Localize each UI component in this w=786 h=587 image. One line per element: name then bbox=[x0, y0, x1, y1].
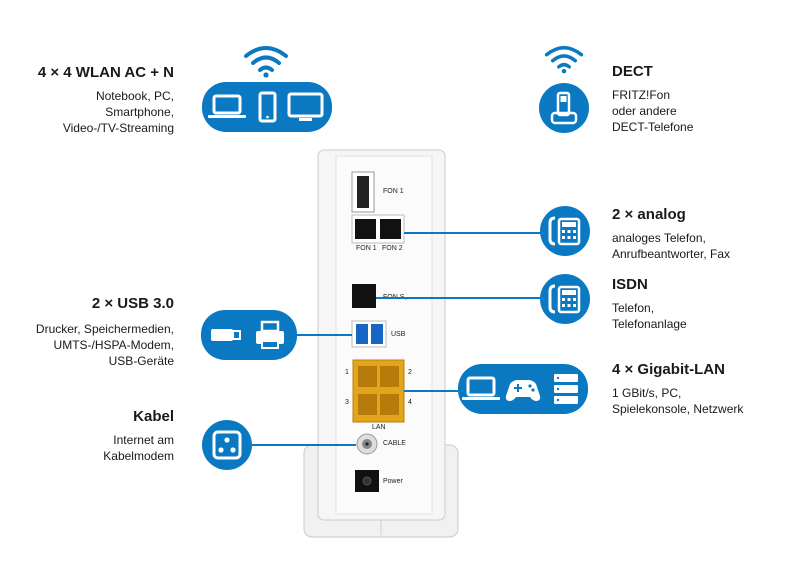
port-label-cable: CABLE bbox=[383, 440, 406, 447]
dect-phone-icon bbox=[539, 83, 589, 133]
isdn-title: ISDN bbox=[612, 276, 648, 293]
wlan-title: 4 × 4 WLAN AC + N bbox=[37, 64, 174, 81]
laptop-icon bbox=[208, 94, 246, 118]
port-label-fon1: FON 1 bbox=[383, 188, 404, 195]
port-label-lan-3: 3 bbox=[345, 399, 349, 406]
analog-info: 2 × analog analoges Telefon, Anrufbeantw… bbox=[612, 206, 782, 262]
usb-device-badge bbox=[201, 310, 297, 360]
lan-desc: 1 GBit/s, PC, Spielekonsole, Netzwerk bbox=[612, 386, 744, 416]
smartphone-icon bbox=[258, 91, 277, 123]
gamepad-icon bbox=[505, 380, 541, 401]
analog-title: 2 × analog bbox=[612, 206, 686, 223]
wifi-icon bbox=[243, 44, 289, 78]
port-label-fon2: FON 2 bbox=[382, 245, 403, 252]
monitor-icon bbox=[287, 92, 324, 121]
usb-title: 2 × USB 3.0 bbox=[91, 295, 174, 312]
connector-isdn bbox=[376, 297, 542, 299]
lan-info: 4 × Gigabit-LAN 1 GBit/s, PC, Spielekons… bbox=[612, 361, 784, 417]
connector-analog bbox=[404, 232, 542, 234]
isdn-info: ISDN Telefon, Telefonanlage bbox=[612, 276, 782, 332]
wlan-info: 4 × 4 WLAN AC + N Notebook, PC, Smartpho… bbox=[8, 64, 174, 136]
connector-lan bbox=[404, 390, 458, 392]
lan-title: 4 × Gigabit-LAN bbox=[612, 361, 725, 378]
desk-phone-icon-analog bbox=[540, 206, 590, 256]
port-label-fon1-rj: FON 1 bbox=[356, 245, 377, 252]
desk-phone-icon-isdn bbox=[540, 274, 590, 324]
coax-socket-icon bbox=[202, 420, 252, 470]
port-label-lan-2: 2 bbox=[408, 369, 412, 376]
wlan-desc: Notebook, PC, Smartphone, Video-/TV-Stre… bbox=[62, 89, 174, 135]
connector-usb bbox=[296, 334, 352, 336]
port-label-lan-1: 1 bbox=[345, 369, 349, 376]
lan-device-badge bbox=[458, 364, 588, 414]
connector-cable bbox=[250, 444, 356, 446]
usb-desc: Drucker, Speichermedien, UMTS-/HSPA-Mode… bbox=[35, 322, 174, 368]
server-icon bbox=[554, 374, 578, 404]
isdn-desc: Telefon, Telefonanlage bbox=[612, 301, 687, 331]
laptop-icon-lan bbox=[462, 376, 500, 400]
port-label-lan: LAN bbox=[372, 424, 386, 431]
port-label-usb: USB bbox=[391, 331, 406, 338]
port-label-lan-4: 4 bbox=[408, 399, 412, 406]
kabel-title: Kabel bbox=[133, 408, 174, 425]
analog-desc: analoges Telefon, Anrufbeantworter, Fax bbox=[612, 231, 731, 261]
port-label-power: Power bbox=[383, 478, 403, 485]
usb-stick-icon bbox=[211, 329, 241, 341]
dect-title: DECT bbox=[612, 63, 653, 80]
dect-desc: FRITZ!Fon oder andere DECT-Telefone bbox=[612, 88, 694, 134]
dect-info: DECT FRITZ!Fon oder andere DECT-Telefone bbox=[612, 63, 782, 135]
kabel-info: Kabel Internet am Kabelmodem bbox=[8, 408, 174, 464]
wlan-device-badge bbox=[202, 82, 332, 132]
dect-wifi-icon bbox=[544, 44, 584, 74]
usb-info: 2 × USB 3.0 Drucker, Speichermedien, UMT… bbox=[6, 295, 174, 369]
kabel-desc: Internet am Kabelmodem bbox=[103, 433, 174, 463]
printer-icon bbox=[256, 320, 284, 349]
